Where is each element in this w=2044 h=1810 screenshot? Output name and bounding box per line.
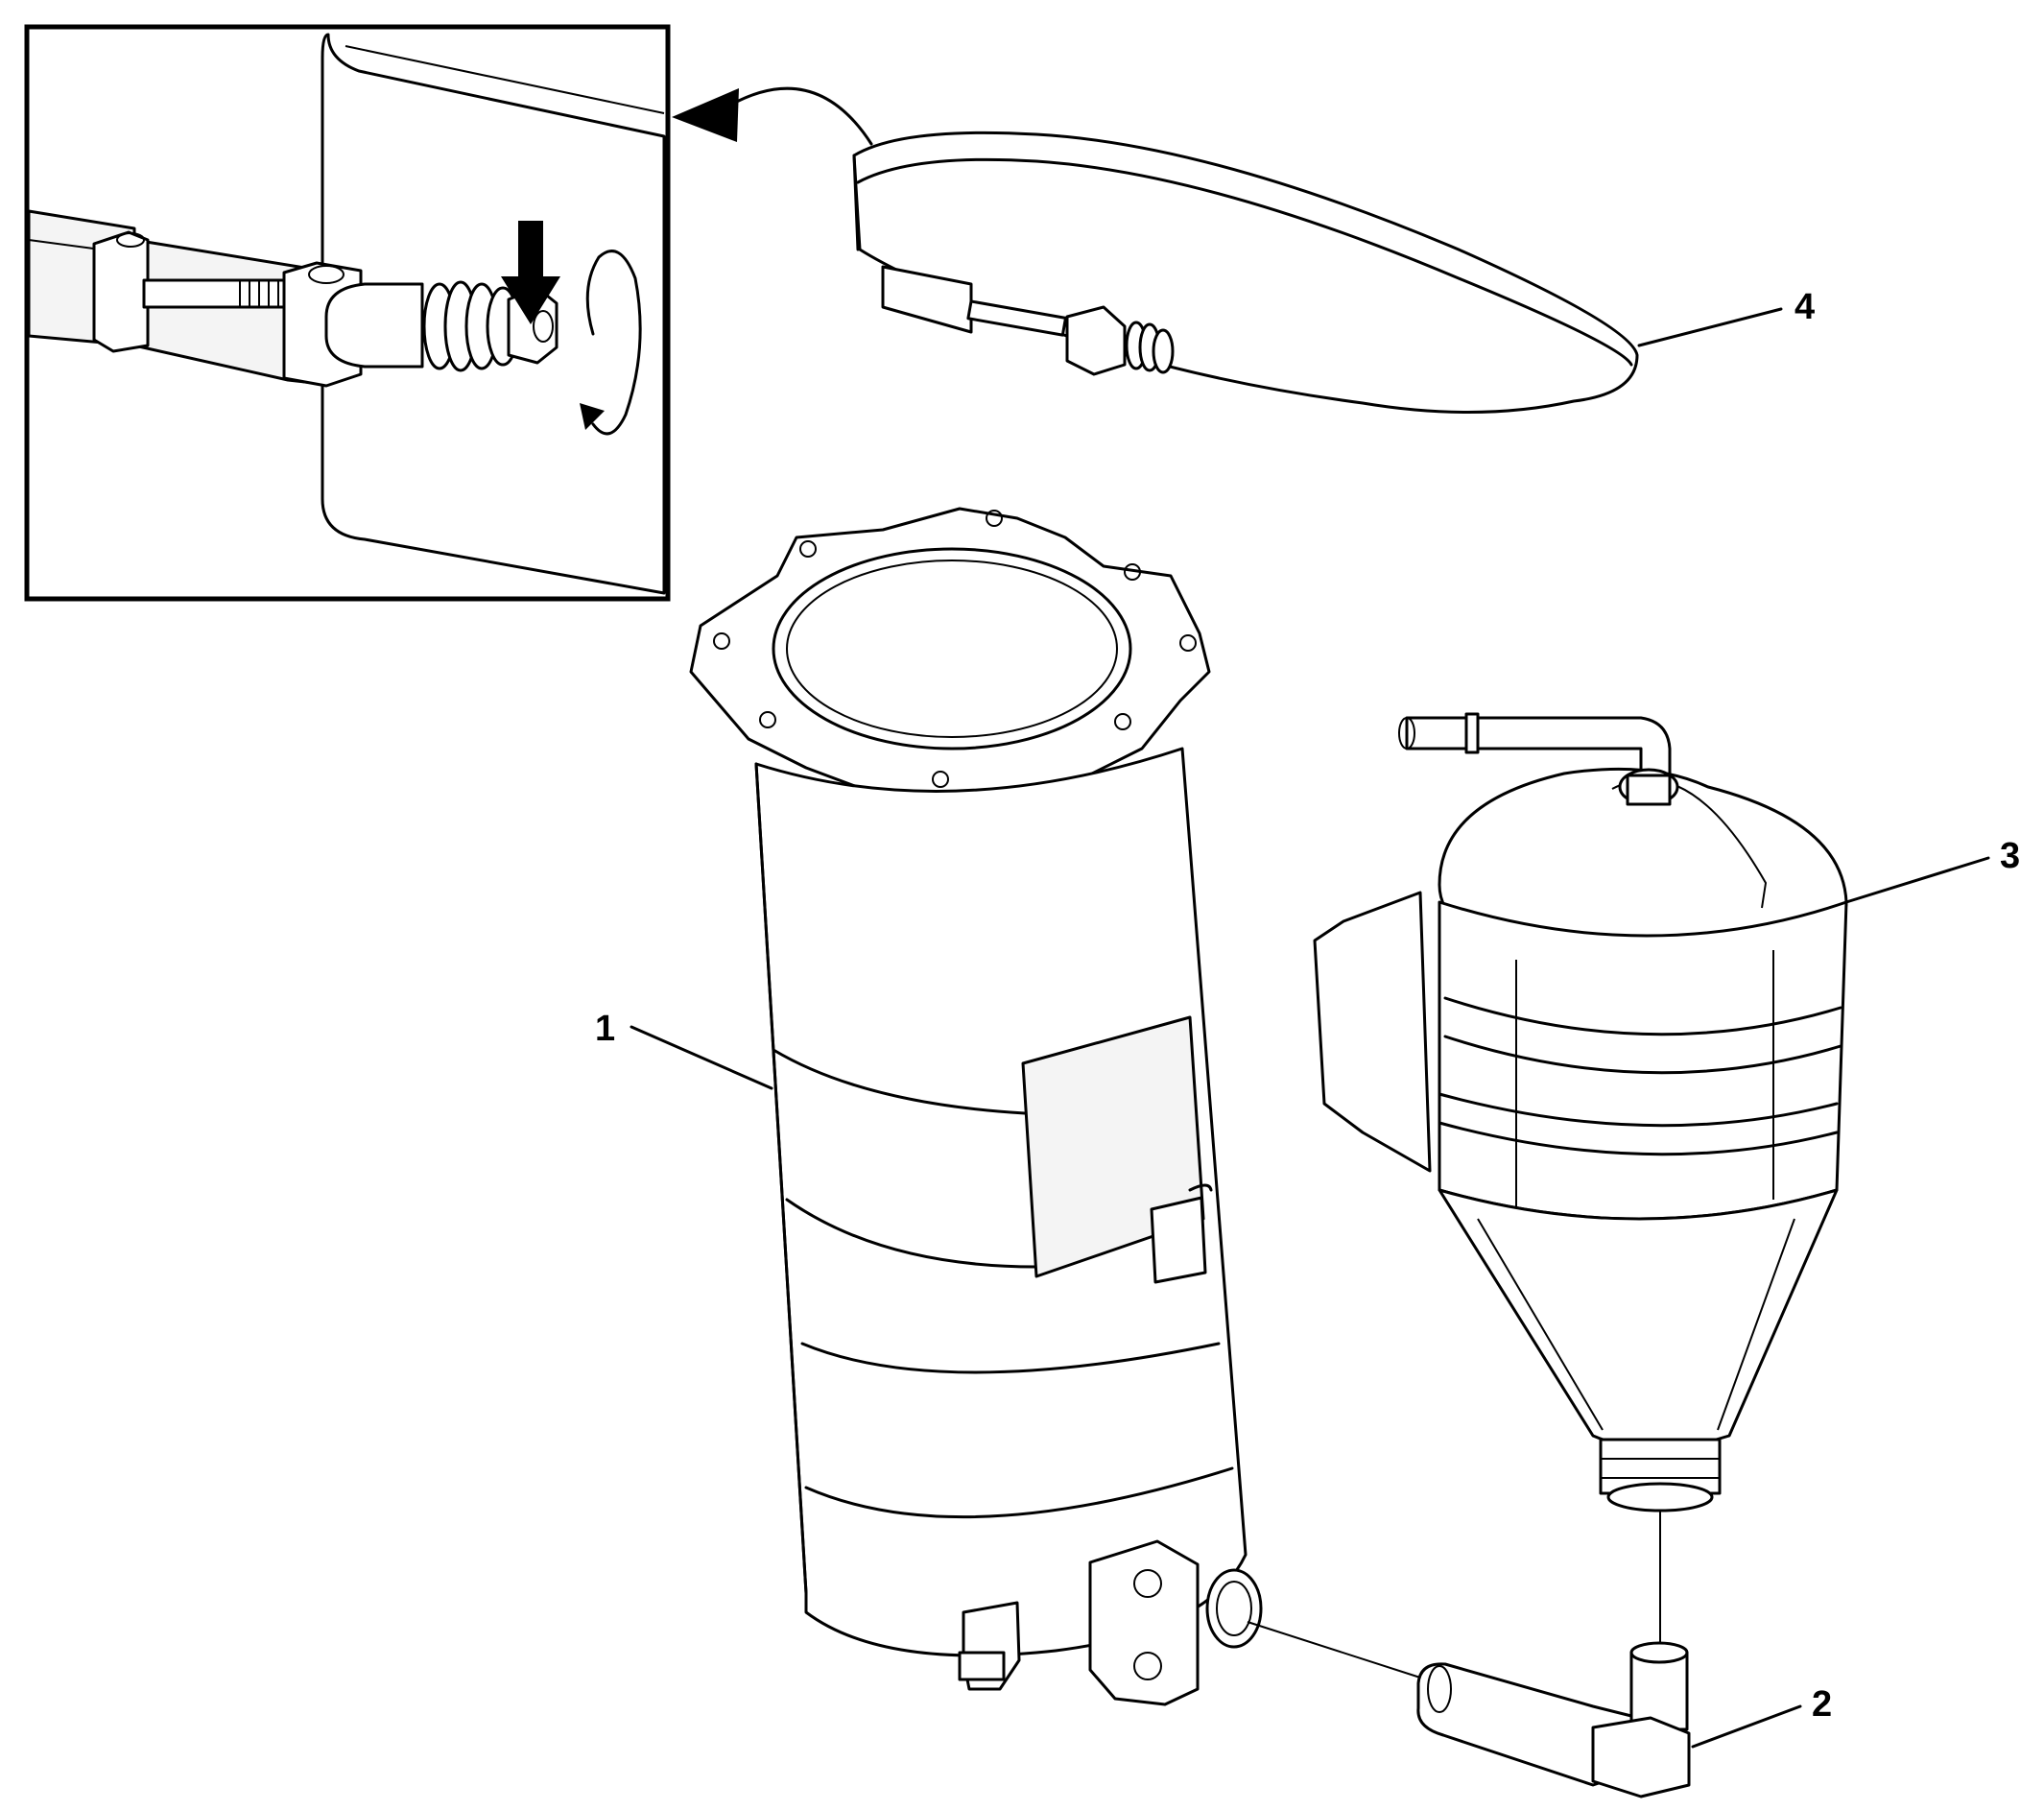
inset-left-bracket <box>92 230 150 353</box>
part-1-tank <box>689 507 1263 1706</box>
part-2-sensor <box>1247 1621 1691 1798</box>
rotate-clockwise-icon <box>580 250 642 436</box>
sensor-body <box>1629 1651 1689 1731</box>
curved-arrow-icon <box>672 86 873 146</box>
inset-barrel <box>324 282 424 369</box>
strap-rod <box>966 299 1067 337</box>
strap-nut <box>1065 305 1127 376</box>
reservoir-bracket <box>1313 891 1432 1173</box>
strap-spring <box>1125 321 1175 374</box>
inset-spring <box>422 280 520 372</box>
strap-band-inner <box>856 157 1633 367</box>
callout-2: 2 <box>1812 1684 1832 1725</box>
tank-opening <box>772 547 1132 750</box>
leader-1 <box>630 1025 773 1090</box>
heat-shield-upper <box>772 1048 1027 1115</box>
outlet-threads <box>1601 1458 1720 1479</box>
reservoir-cone <box>1438 1188 1839 1450</box>
tank-tab <box>1150 1196 1207 1284</box>
part-3-reservoir <box>1313 712 1848 1512</box>
sensor-to-tank-guide <box>1247 1621 1421 1679</box>
reservoir-inlet-pipe <box>1405 716 1672 777</box>
callout-4: 4 <box>1794 287 1815 327</box>
callout-3: 3 <box>2000 836 2020 876</box>
inset-rod <box>142 278 299 309</box>
leader-2 <box>1691 1704 1802 1749</box>
strap-band-outer <box>852 131 1639 415</box>
tank-body <box>754 747 1248 1657</box>
flange-bolt-holes <box>713 510 1197 788</box>
leader-4 <box>1637 307 1783 347</box>
tank-sensor-boss <box>1088 1539 1200 1706</box>
tank-port <box>1205 1568 1263 1649</box>
strap-clamp <box>881 265 973 334</box>
down-arrow-icon <box>501 221 560 324</box>
callout-1: 1 <box>595 1009 615 1049</box>
part-4-strap <box>852 131 1639 415</box>
sensor-nut <box>1591 1716 1691 1798</box>
detail-inset <box>24 24 873 602</box>
inset-rod-threads <box>239 280 279 307</box>
leader-3 <box>1844 856 1990 904</box>
